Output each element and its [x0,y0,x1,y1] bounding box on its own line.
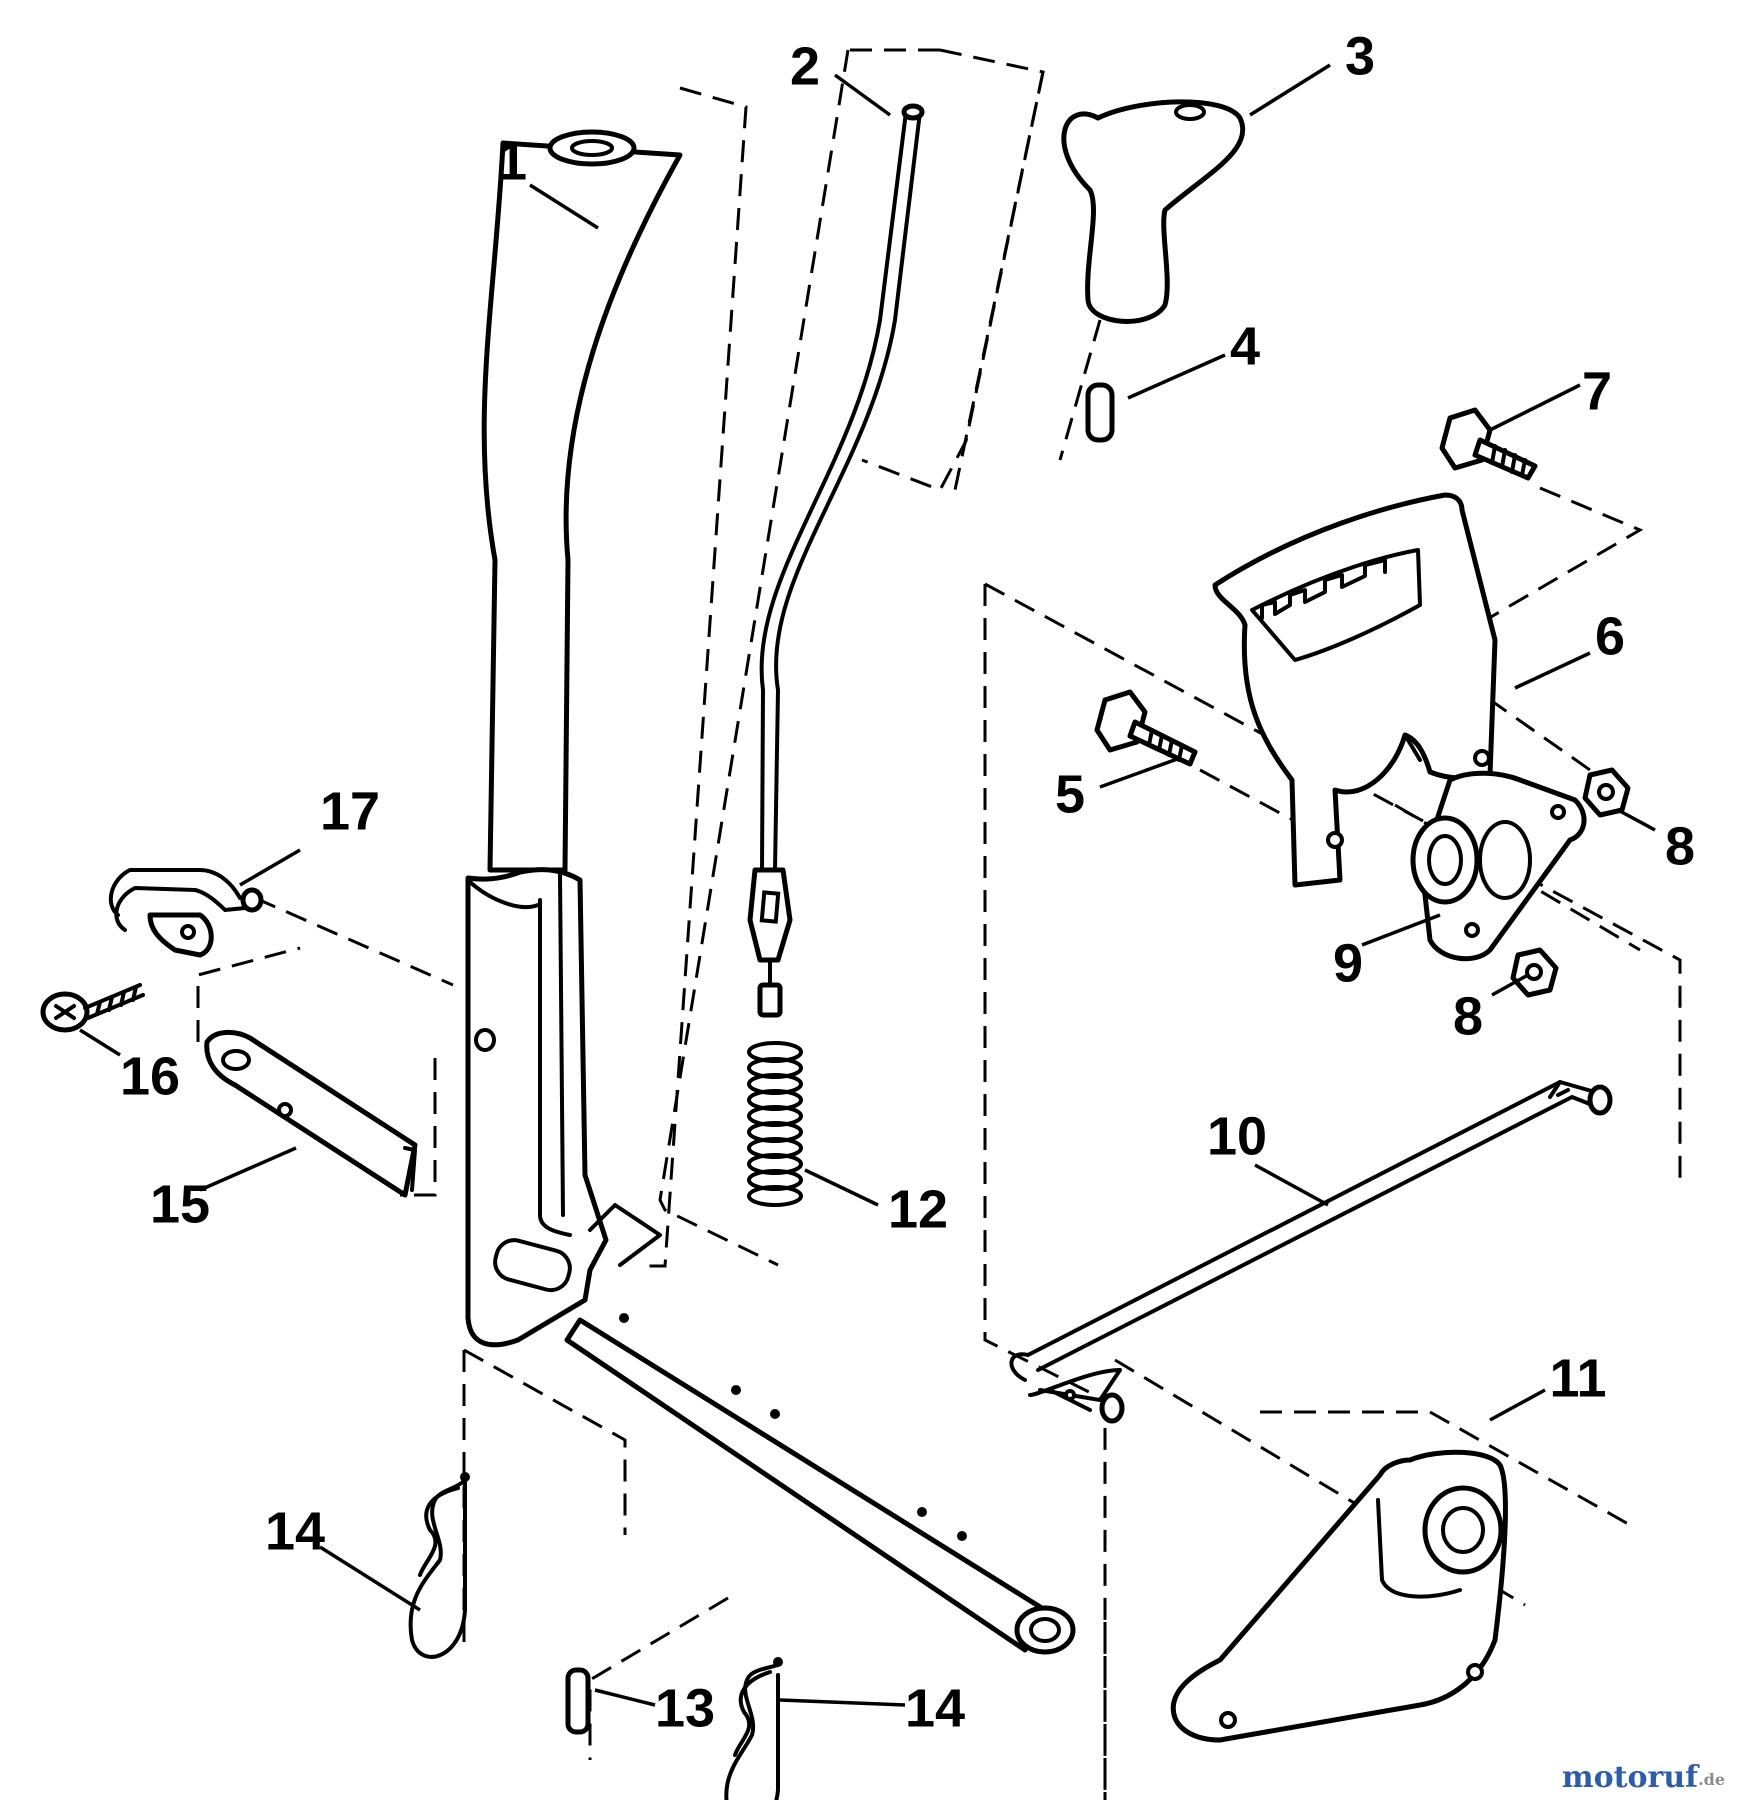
watermark-suffix: .de [1698,1770,1725,1789]
callout-12: 12 [888,1179,948,1239]
assembly-guide-lines [196,48,1682,1800]
screw-icon [40,983,145,1033]
hairpin-clip-icon [724,1657,783,1800]
callout-4: 4 [1230,316,1260,376]
callout-14-left: 14 [265,1501,325,1561]
callout-numbers: 1 2 3 4 7 6 5 8 9 8 10 11 12 13 14 14 15… [120,26,1695,1738]
callout-8-upper: 8 [1665,816,1695,876]
lever-tube-icon [465,129,1076,1655]
leader-lines [79,63,1656,1707]
pivot-plate-icon [1170,1449,1508,1743]
watermark: motoruf.de [1562,1760,1725,1795]
roll-pin-icon [1085,382,1115,443]
compression-spring-icon [747,1041,803,1207]
watermark-main: motoruf [1562,1760,1700,1795]
callout-9: 9 [1333,933,1363,993]
callout-11: 11 [1549,1348,1606,1408]
callout-1: 1 [497,131,527,191]
bolt-icon [1094,689,1198,767]
hex-nut-icon [1582,767,1631,818]
control-rod-icon [747,103,925,1018]
bolt-icon [1439,407,1538,481]
callout-8-lower: 8 [1453,986,1483,1046]
callout-6: 6 [1595,606,1625,666]
flange-bushing-icon [1410,770,1587,962]
callout-16: 16 [120,1046,180,1106]
pivot-bar-icon [204,1030,418,1198]
callout-5: 5 [1055,764,1085,824]
quadrant-bracket-icon [1212,492,1498,888]
callout-10: 10 [1207,1106,1267,1166]
callout-13: 13 [655,1678,715,1738]
pivot-pin-icon [565,1667,591,1735]
hairpin-clip-icon [408,1472,470,1659]
wire-bracket-icon [108,868,264,958]
callout-15: 15 [150,1174,210,1234]
bent-rod-icon [1009,1080,1613,1424]
callout-2: 2 [790,36,820,96]
callout-7: 7 [1582,361,1612,421]
callout-14-right: 14 [905,1678,965,1738]
handle-grip-icon [1061,99,1246,324]
callout-3: 3 [1345,26,1375,86]
hex-nut-icon [1510,947,1559,998]
callout-17: 17 [320,781,380,841]
